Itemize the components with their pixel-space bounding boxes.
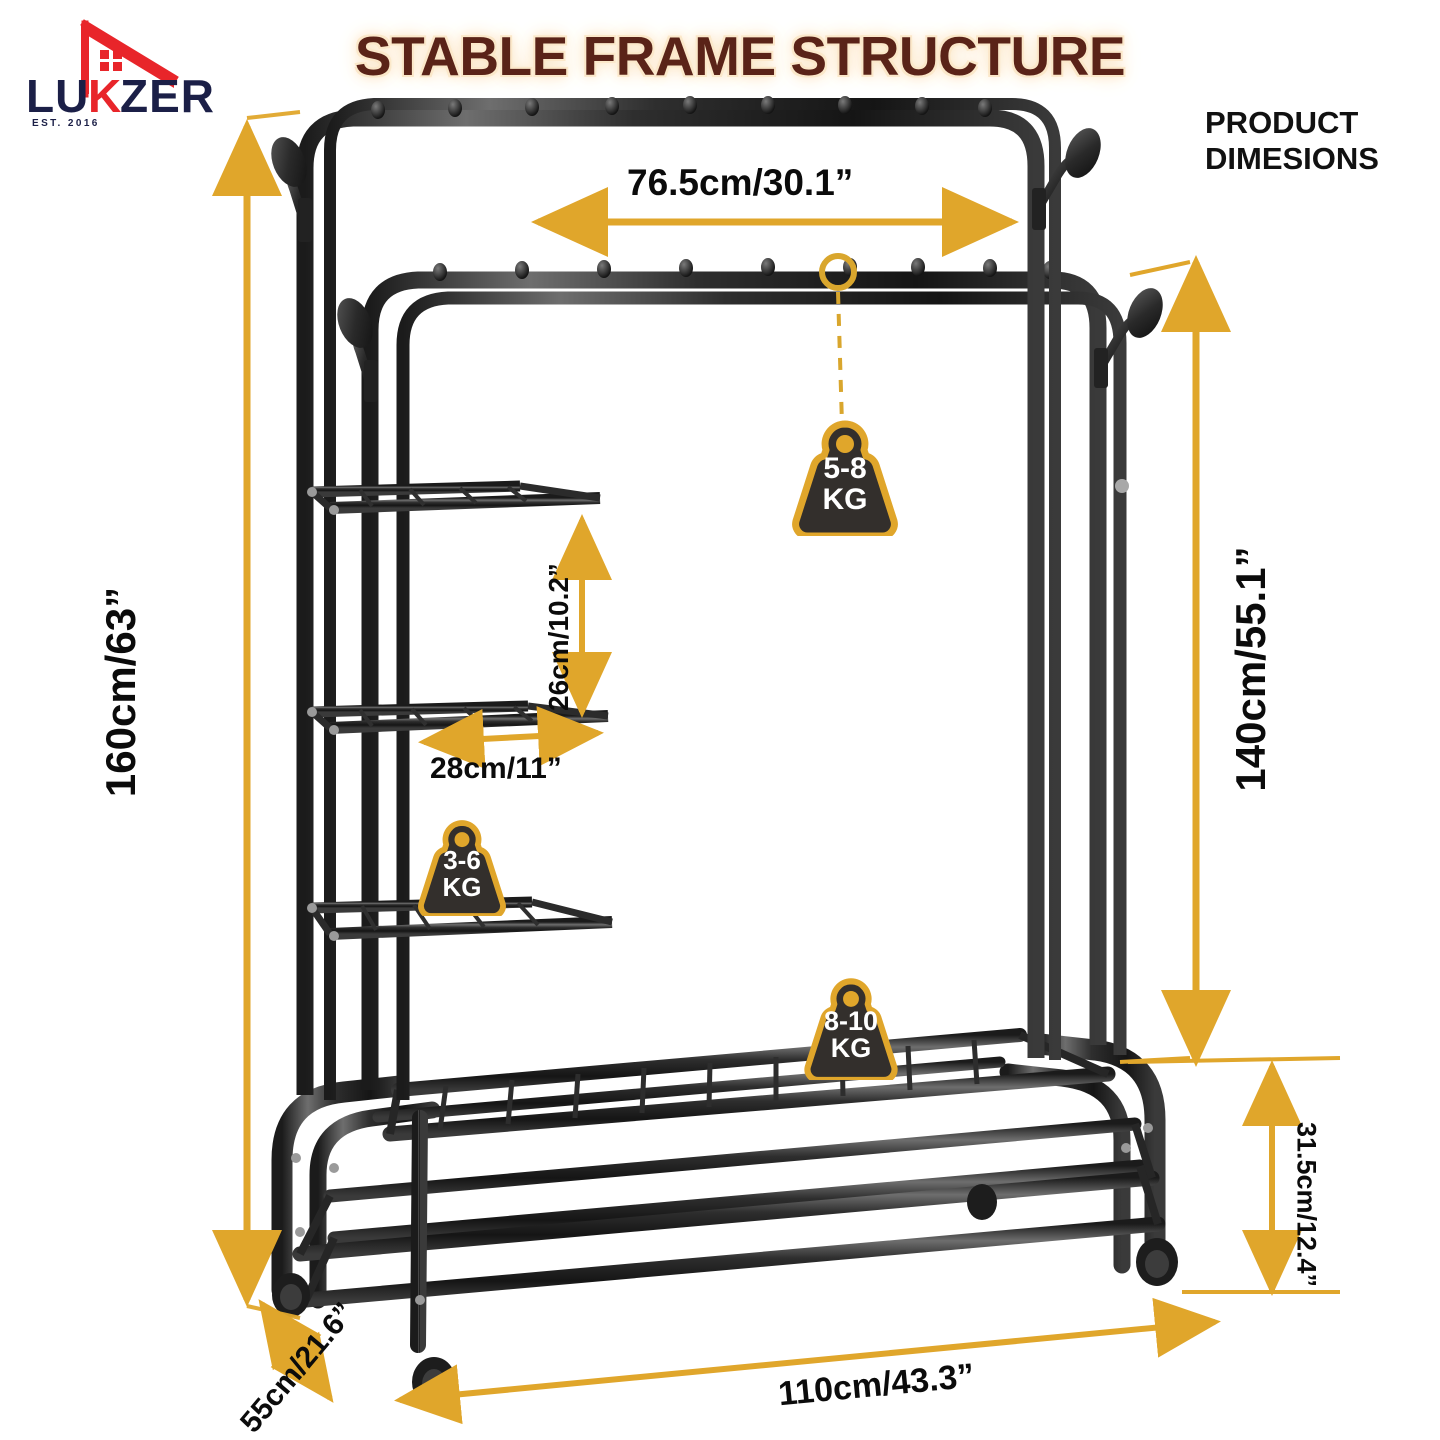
logo-wordmark-zer: ZER <box>120 70 215 122</box>
page-title: STABLE FRAME STRUCTURE <box>354 25 1126 87</box>
caster-wheel <box>1136 1238 1178 1286</box>
product-dimensions-line1: PRODUCT <box>1205 105 1359 140</box>
logo-wordmark-lu: LU <box>26 70 89 122</box>
dimension-label-base-height: 31.5cm/12.4” <box>1291 1121 1322 1288</box>
rack-base <box>271 1028 1178 1407</box>
dimension-label-overall-height: 160cm/63” <box>97 586 144 798</box>
brand-logo: LU K ZER EST. 2016 <box>12 16 232 129</box>
weight-icon <box>792 420 898 540</box>
dimension-label-rod-height: 140cm/55.1” <box>1227 546 1274 792</box>
dimension-label-shelf-width: 28cm/11” <box>430 752 562 785</box>
arrow-shelf-width <box>418 706 604 769</box>
logo-established-text: EST. 2016 <box>32 118 100 129</box>
dimension-arrows <box>212 110 1341 1425</box>
house-roof-icon: LU K ZER <box>26 19 215 122</box>
arrow-base-depth <box>258 1299 334 1403</box>
logo-wordmark-k: K <box>88 70 122 122</box>
side-hook <box>337 298 378 402</box>
dimension-label-top-width: 76.5cm/30.1” <box>627 162 854 203</box>
caster-wheel <box>967 1184 997 1220</box>
product-dimensions-caption: PRODUCT DIMESIONS <box>1205 105 1430 177</box>
weight-link-5-8kg <box>819 253 857 425</box>
side-hook <box>1032 128 1101 230</box>
weight-badge-base-shelf: 8-10 KG <box>796 976 906 1084</box>
rear-hanging-rod-frame <box>271 96 1101 1100</box>
weight-icon <box>418 820 506 919</box>
product-dimensions-line2: DIMESIONS <box>1205 140 1379 176</box>
side-hook <box>1094 288 1163 388</box>
dimension-label-shelf-height: 26cm/10.2” <box>543 563 574 711</box>
weight-badge-top-rod: 5-8 KG <box>783 418 907 540</box>
weight-badge-side-shelf: 3-6 KG <box>410 818 514 919</box>
weight-icon <box>804 978 898 1084</box>
caster-wheel <box>272 1273 310 1317</box>
arrow-base-length <box>394 1297 1221 1425</box>
rod-nub <box>371 96 992 119</box>
